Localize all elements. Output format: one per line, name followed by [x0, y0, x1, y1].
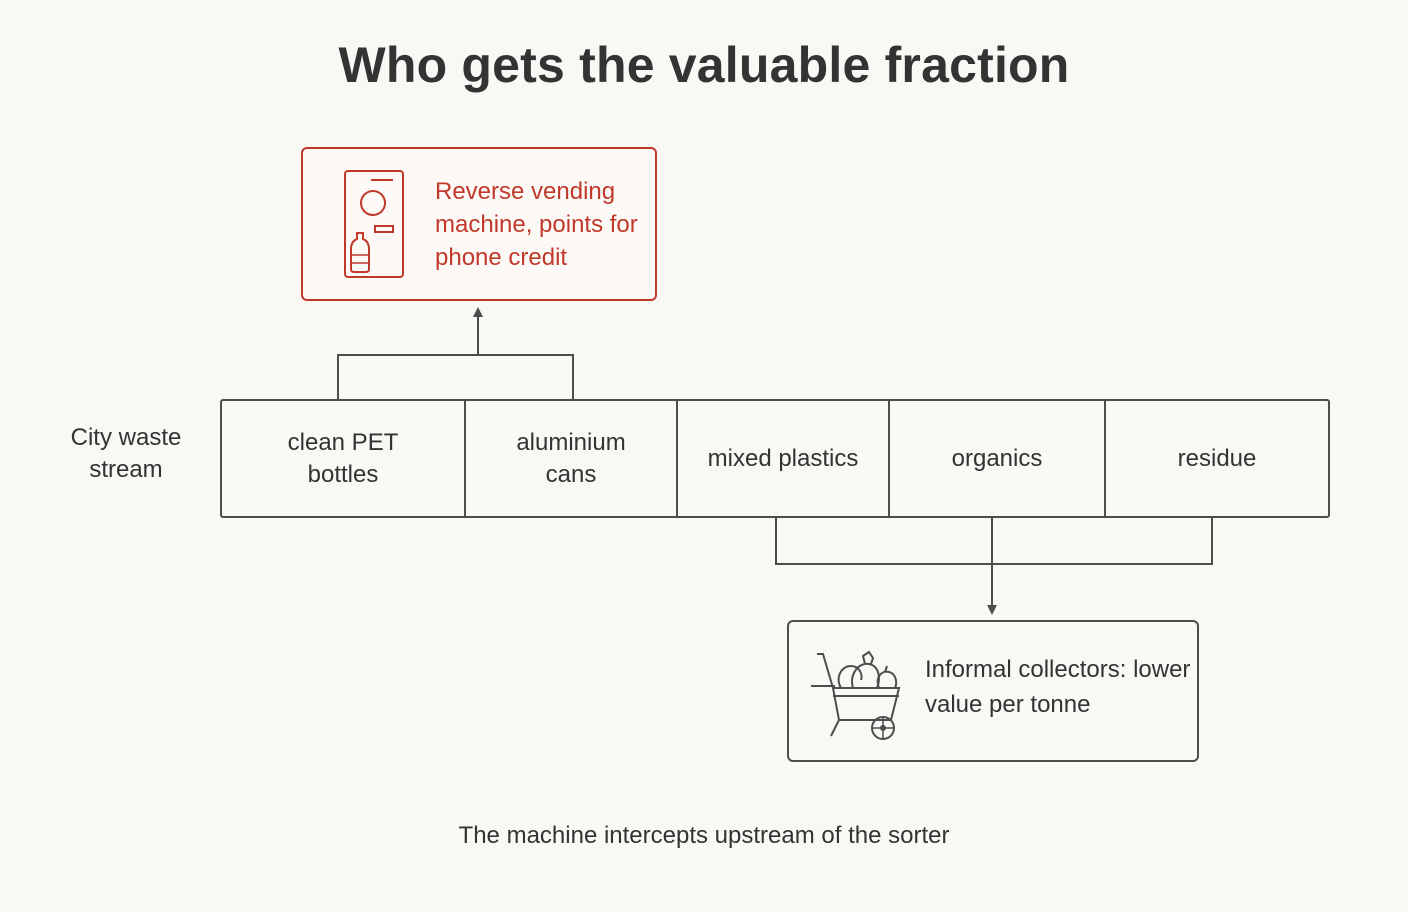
segment-label: residue: [1177, 444, 1257, 472]
segment-clean-pet-bottles: clean PET bottles: [222, 401, 466, 516]
reverse-vending-machine-box: Reverse vending machine, points for phon…: [301, 147, 657, 301]
lower-bracket: [775, 518, 1213, 565]
wheelbarrow-icon: [811, 650, 901, 740]
segment-label: aluminium cans: [516, 428, 626, 488]
segment-residue: residue: [1106, 401, 1328, 516]
diagram-caption: The machine intercepts upstream of the s…: [458, 822, 950, 849]
segment-label: clean PET bottles: [287, 428, 399, 488]
upper-bracket: [337, 354, 574, 399]
segment-mixed-plastics: mixed plastics: [678, 401, 890, 516]
stream-label: City waste stream: [70, 424, 182, 483]
waste-stream-bar: clean PET bottles aluminium cans mixed p…: [220, 399, 1330, 518]
reverse-vending-machine-label: Reverse vending machine, points for phon…: [435, 178, 638, 271]
informal-collectors-box: Informal collectors: lower value per ton…: [787, 620, 1199, 762]
segment-aluminium-cans: aluminium cans: [466, 401, 678, 516]
segment-label: mixed plastics: [707, 444, 859, 472]
informal-collectors-label: Informal collectors: lower value per ton…: [925, 656, 1191, 718]
reverse-vending-machine-icon: [344, 170, 404, 278]
segment-organics: organics: [890, 401, 1106, 516]
segment-label: organics: [951, 444, 1043, 472]
diagram-title: Who gets the valuable fraction: [338, 37, 1070, 93]
